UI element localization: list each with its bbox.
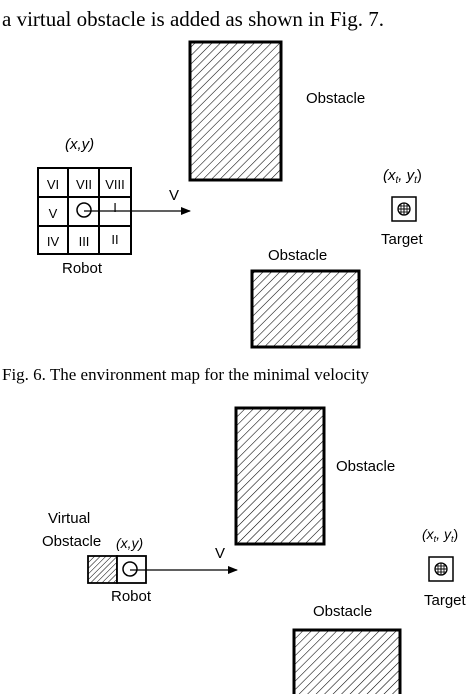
grid-cell-vi: VI — [47, 177, 59, 192]
fig7-target-label: Target — [424, 592, 467, 609]
fig6-obstacle-bottom-label: Obstacle — [268, 247, 327, 264]
fig7-virtual-label-line1: Virtual — [48, 510, 90, 527]
fig6-obstacle-bottom — [250, 269, 361, 349]
fig6-obstacle-top-label: Obstacle — [306, 90, 365, 107]
fig7-target-pos-label: (xt, yt) — [422, 526, 458, 544]
fig6-target-pos-label: (xt, yt) — [383, 167, 422, 186]
fig6-caption: Fig. 6. The environment map for the mini… — [2, 365, 370, 384]
grid-cell-iii: III — [79, 234, 90, 249]
fig7-obstacle-bottom — [292, 628, 402, 694]
fig6-velocity-label: V — [169, 187, 179, 204]
fig7-obstacle-top — [234, 406, 326, 546]
grid-cell-viii: VIII — [105, 177, 125, 192]
fig7-target-icon — [428, 556, 454, 582]
fig7-virtual-label-line2: Obstacle — [42, 533, 101, 550]
fig6-robot-circle-icon — [76, 202, 92, 218]
fig7-robot-pos-label: (x,y) — [116, 535, 143, 551]
fig6: Obstacle (x,y) VI VII VIII V I IV III II — [2, 40, 424, 384]
fig7-robot-label: Robot — [111, 588, 152, 605]
fig7-obstacle-bottom-label: Obstacle — [313, 603, 372, 620]
fig6-obstacle-top — [188, 40, 283, 182]
grid-cell-vii: VII — [76, 177, 92, 192]
fig6-robot-pos-label: (x,y) — [65, 136, 94, 153]
fig7: Obstacle Virtual Obstacle (x,y) V Robot … — [42, 406, 467, 694]
grid-cell-i: I — [113, 200, 117, 215]
fig6-target-icon — [391, 196, 417, 222]
fig6-robot-label: Robot — [62, 260, 103, 277]
grid-cell-ii: II — [111, 232, 118, 247]
fig7-velocity-label: V — [215, 545, 225, 562]
intro-text: a virtual obstacle is added as shown in … — [2, 7, 384, 31]
fig7-obstacle-top-label: Obstacle — [336, 458, 395, 475]
fig6-target-label: Target — [381, 231, 424, 248]
grid-cell-v: V — [49, 206, 58, 221]
fig7-virtual-obstacle — [87, 555, 118, 584]
fig7-robot-circle-icon — [122, 561, 138, 577]
grid-cell-iv: IV — [47, 234, 60, 249]
